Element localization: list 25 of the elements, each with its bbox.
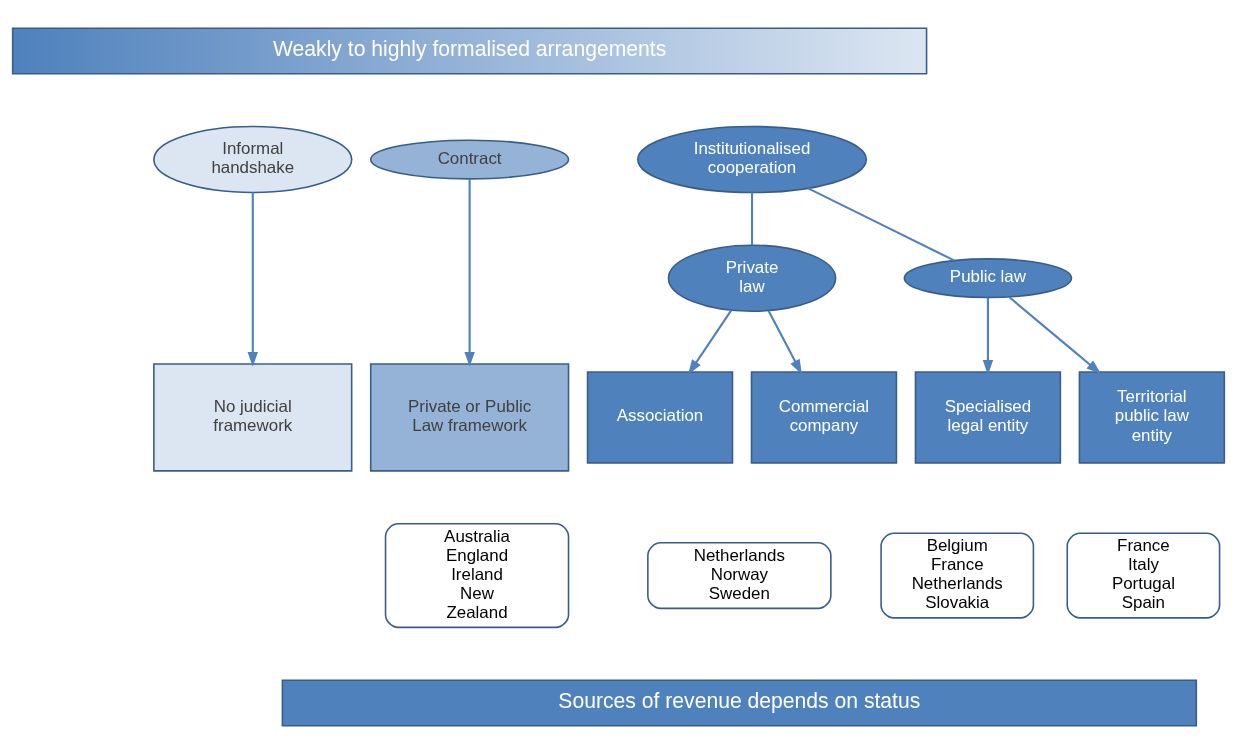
node-box: Private or Public Law framework	[369, 362, 570, 472]
node-box: No judicial framework	[153, 362, 353, 472]
node-box: Weakly to highly formalised arrangements	[11, 26, 928, 74]
node-box: Association	[586, 370, 734, 464]
node-ellipse: Private law	[667, 243, 837, 312]
arrow	[767, 309, 802, 374]
node-box: Australia England Ireland New Zealand	[384, 522, 570, 628]
node-box: Commercial company	[750, 370, 898, 464]
node-box: Territorial public law entity	[1078, 370, 1226, 464]
node-ellipse: Institutionalised cooperation	[637, 125, 868, 193]
arrow	[688, 309, 733, 375]
node-box: Netherlands Norway Sweden	[647, 541, 832, 609]
connector	[807, 186, 955, 261]
node-box: Sources of revenue depends on status	[281, 679, 1198, 727]
connector	[751, 191, 754, 245]
node-ellipse: Public law	[903, 257, 1073, 298]
node-box: France Italy Portugal Spain	[1066, 531, 1221, 619]
arrow	[247, 191, 258, 367]
node-ellipse: Informal handshake	[153, 125, 353, 193]
arrow	[982, 297, 994, 375]
node-box: Belgium France Netherlands Slovakia	[880, 531, 1035, 619]
arrow	[464, 178, 475, 367]
arrow	[1008, 295, 1102, 374]
node-ellipse: Contract	[369, 138, 570, 180]
node-box: Specialised legal entity	[914, 370, 1062, 464]
